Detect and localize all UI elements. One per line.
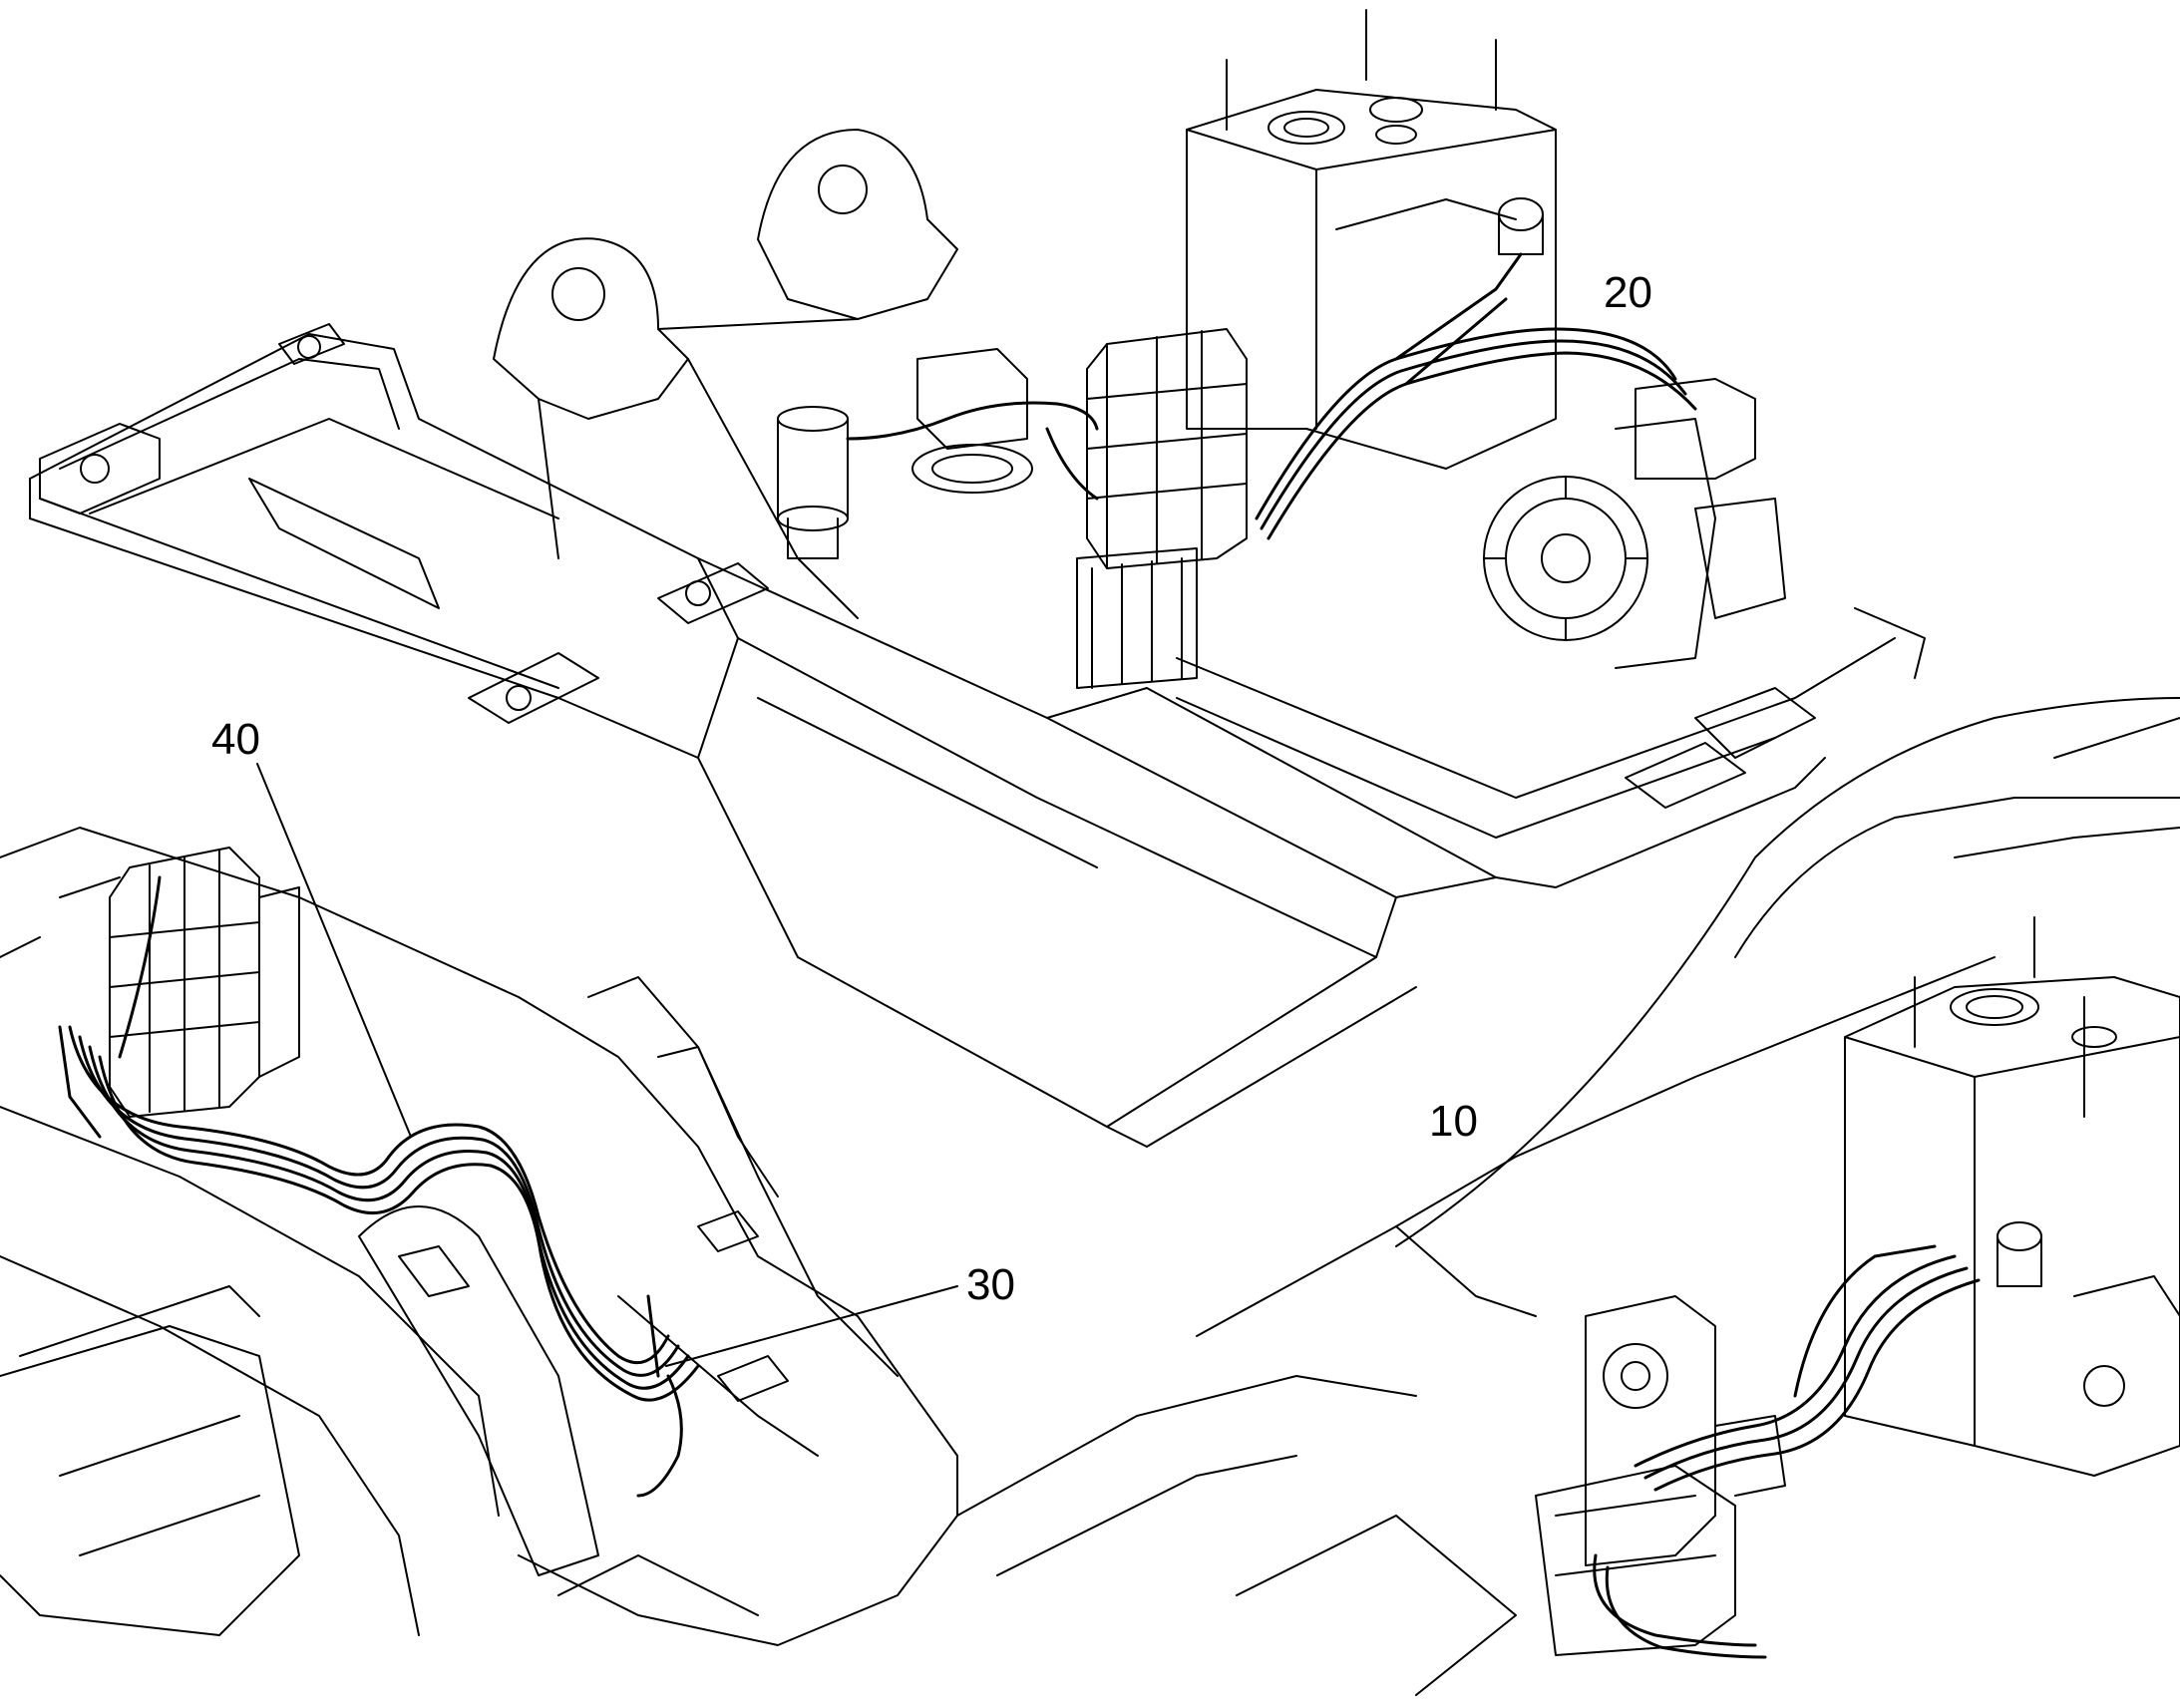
- leader-line-40: [256, 763, 412, 1138]
- control-valve-stack: [1076, 328, 1248, 689]
- lower-right-detail: [956, 697, 2180, 1696]
- hose-group-10: [1593, 1244, 1981, 1659]
- swivel-joint: [777, 406, 849, 559]
- swing-motor: [911, 348, 1033, 494]
- lower-left-detail: [0, 827, 958, 1646]
- hose-group-20: [846, 252, 1697, 540]
- leader-lines: [256, 763, 958, 1367]
- engine-pump-assembly-detail: [1535, 1221, 2042, 1656]
- upper-main-frame: [29, 9, 1926, 1148]
- callout-30: 30: [966, 1260, 1015, 1309]
- callout-20: 20: [1604, 268, 1652, 317]
- callout-40: 40: [211, 715, 260, 764]
- callout-10: 10: [1429, 1097, 1478, 1146]
- control-valve-stack-detail: [109, 847, 300, 1118]
- hose-group-40: [58, 875, 700, 1498]
- leader-line-30: [665, 1285, 958, 1367]
